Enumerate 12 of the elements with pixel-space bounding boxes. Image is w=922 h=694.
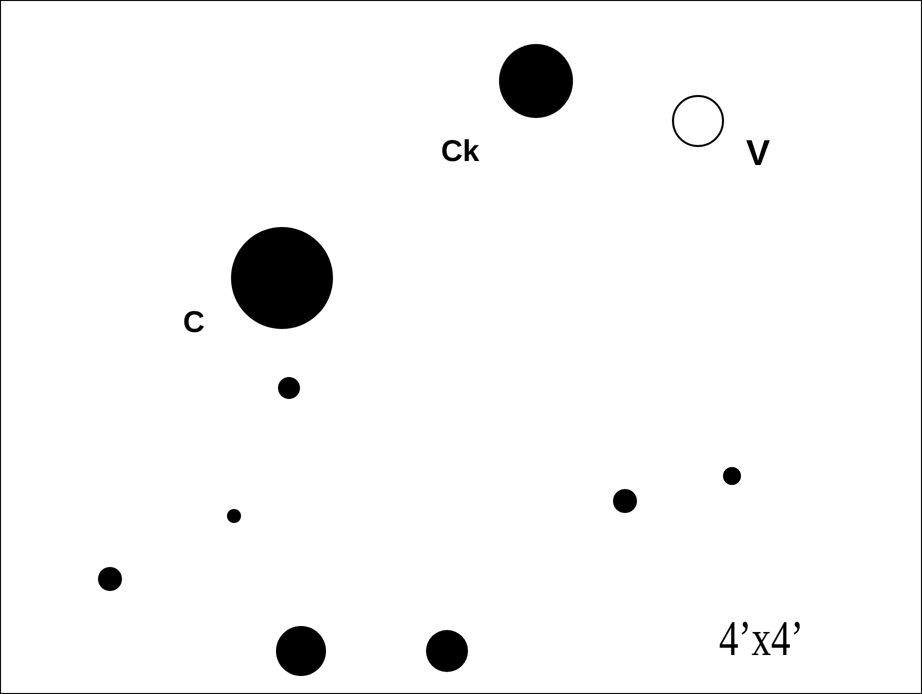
filled-circle-marker	[276, 626, 326, 676]
marker-label: V	[746, 135, 770, 171]
filled-circle-marker	[426, 630, 468, 672]
filled-circle-marker	[98, 567, 122, 591]
filled-circle-marker	[227, 509, 241, 523]
marker-label: Ck	[441, 137, 480, 167]
open-circle-marker	[672, 95, 724, 147]
filled-circle-marker	[723, 467, 741, 485]
size-label: 4’x4’	[719, 613, 804, 663]
filled-circle-marker	[613, 489, 637, 513]
marker-label: C	[183, 308, 205, 338]
filled-circle-marker	[278, 377, 300, 399]
